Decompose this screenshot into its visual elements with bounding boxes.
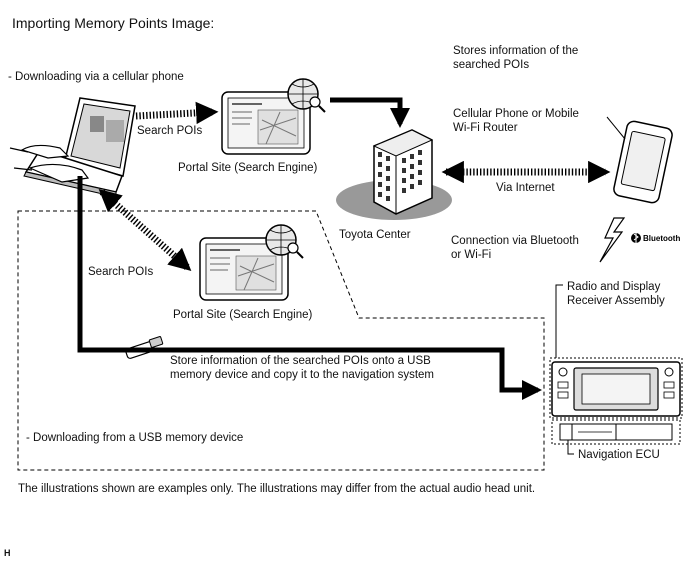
bluetooth-logo-text: Bluetooth — [643, 234, 680, 243]
radio-display-line2: Receiver Assembly — [567, 295, 665, 307]
section-phone-label: - Downloading via a cellular phone — [8, 71, 184, 83]
bluetooth-logo: Bluetooth — [631, 233, 680, 243]
radio-display-receiver-icon — [551, 361, 681, 417]
usb-region-boundary — [17, 210, 545, 471]
portal-site-top-label: Portal Site (Search Engine) — [178, 162, 318, 174]
footnote: The illustrations shown are examples onl… — [18, 483, 536, 495]
portal-site-top-icon — [221, 78, 326, 155]
smartphone-icon — [613, 120, 673, 204]
navigation-ecu-label: Navigation ECU — [578, 449, 660, 461]
radio-display-leader-line — [555, 284, 563, 358]
navigation-ecu-icon — [551, 419, 681, 445]
radio-display-dotted-frame — [549, 357, 683, 419]
dotted-arrow-search-top — [135, 101, 219, 125]
store-usb-line2: memory device and copy it to the navigat… — [170, 369, 434, 381]
diagram-title: Importing Memory Points Image: — [12, 15, 215, 31]
toyota-center-building-icon — [336, 129, 452, 220]
dotted-arrow-search-bottom — [98, 189, 192, 271]
stores-info-line2: searched POIs — [453, 59, 530, 71]
section-usb-label: - Downloading from a USB memory device — [26, 432, 244, 444]
radio-display-line1: Radio and Display — [567, 281, 661, 293]
connection-line2: or Wi-Fi — [451, 249, 492, 261]
via-internet-label: Via Internet — [496, 182, 555, 194]
cellular-phone-line1: Cellular Phone or Mobile — [453, 108, 579, 120]
search-pois-top-label: Search POIs — [137, 125, 203, 137]
navigation-ecu-leader-line — [567, 440, 574, 455]
arrow-portal-to-center — [330, 97, 410, 128]
phone-pointer-line — [606, 116, 626, 140]
connection-line1: Connection via Bluetooth — [451, 235, 579, 247]
arrow-laptop-to-receiver — [77, 176, 542, 400]
store-usb-line1: Store information of the searched POIs o… — [170, 355, 431, 367]
laptop-icon — [9, 97, 136, 198]
portal-site-bottom-label: Portal Site (Search Engine) — [173, 309, 313, 321]
corner-mark: H — [4, 548, 11, 558]
stores-info-line1: Stores information of the — [453, 45, 579, 57]
wireless-signal-icon — [599, 217, 626, 263]
portal-site-bottom-icon — [199, 224, 304, 301]
toyota-center-label: Toyota Center — [339, 229, 411, 241]
cellular-phone-line2: Wi-Fi Router — [453, 122, 518, 134]
